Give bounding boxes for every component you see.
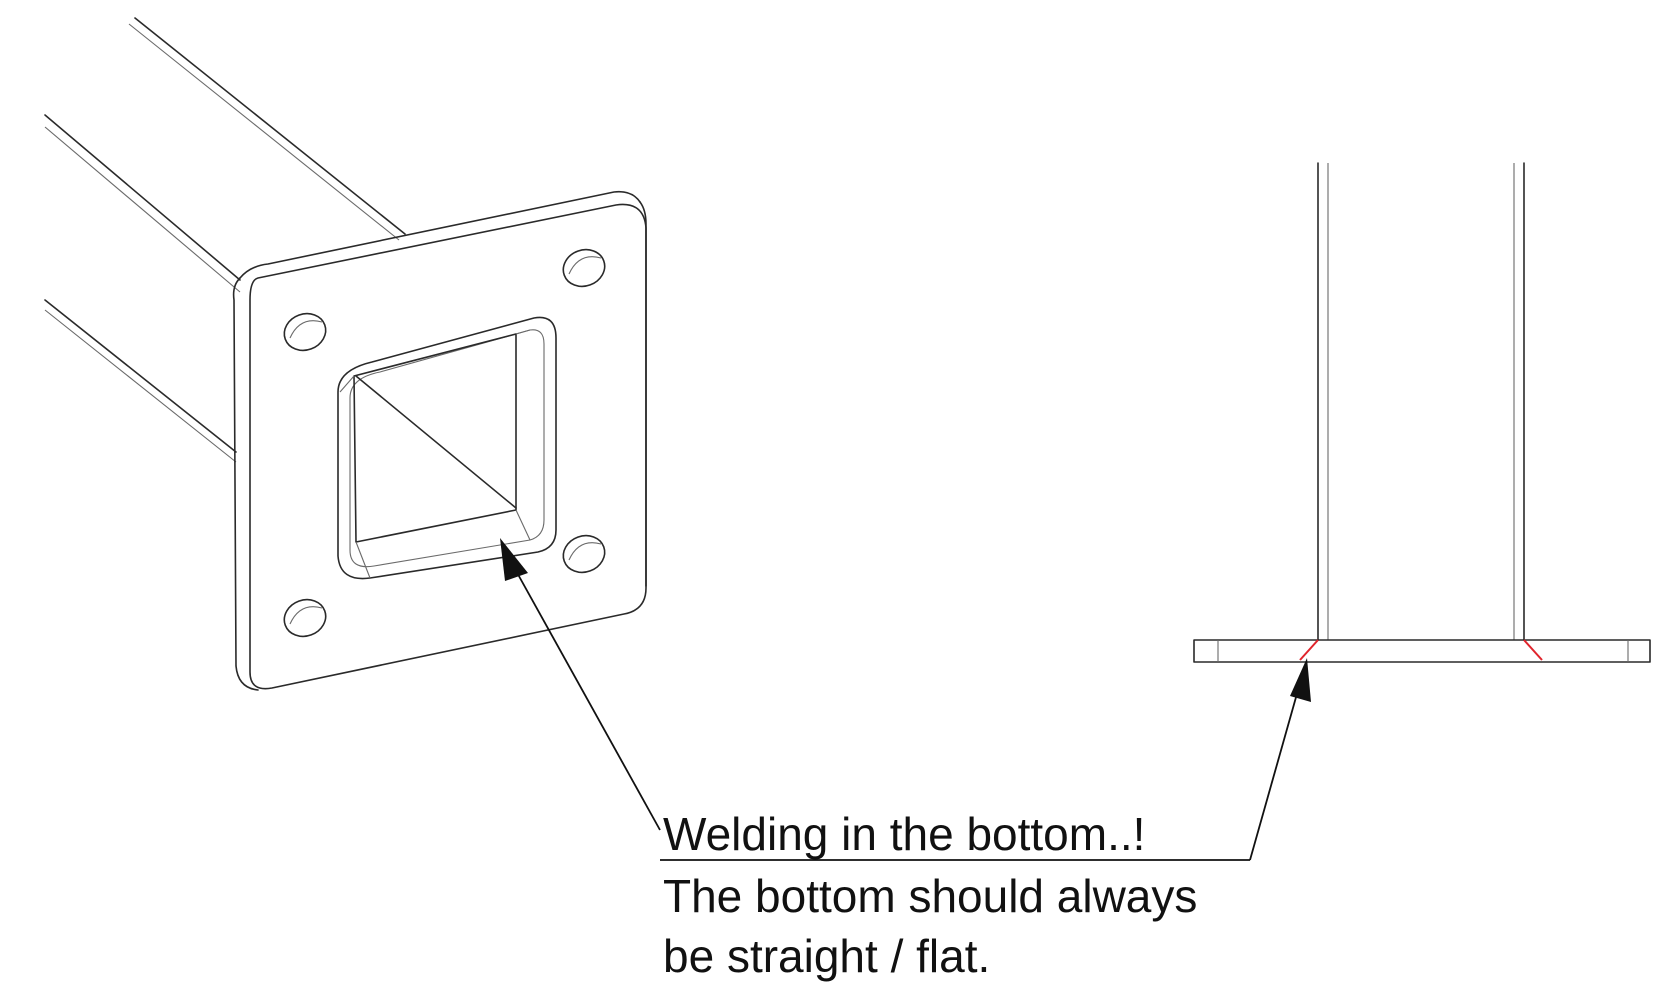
side-view: [1193, 162, 1651, 663]
bolt-hole-top-left: [283, 312, 327, 352]
bolt-hole-top-right: [562, 248, 606, 288]
annotation: Welding in the bottom..! The bottom shou…: [663, 808, 1197, 982]
leader-lines: [500, 538, 1311, 861]
annotation-line-3: be straight / flat.: [663, 930, 990, 982]
arrowhead-right: [1290, 658, 1311, 702]
annotation-line-1: Welding in the bottom..!: [663, 808, 1145, 860]
annotation-line-2: The bottom should always: [663, 870, 1197, 922]
tube-walls: [1317, 162, 1525, 641]
arrowhead-left: [500, 538, 528, 581]
square-opening: [337, 316, 557, 580]
side-base-plate: [1193, 639, 1651, 663]
bolt-hole-bottom-left: [283, 598, 327, 638]
bolt-holes: [283, 248, 606, 638]
isometric-view: [44, 17, 647, 691]
base-plate: [232, 190, 647, 691]
tube-edges: [44, 17, 406, 463]
bolt-hole-bottom-right: [562, 534, 606, 574]
weld-marks: [1299, 639, 1543, 661]
